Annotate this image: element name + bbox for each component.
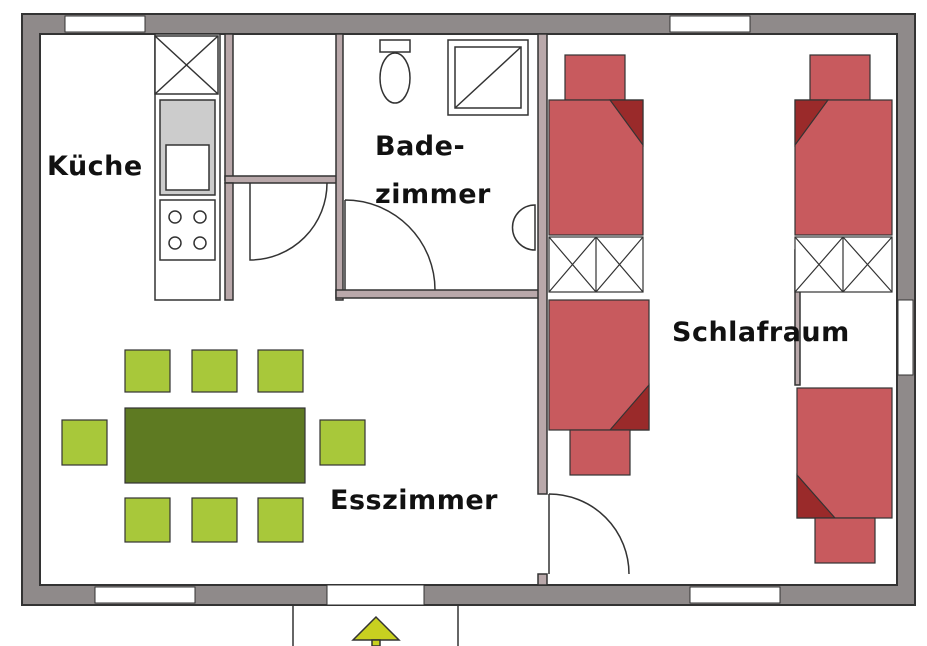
interior-walls (224, 33, 801, 586)
toilet-tank (379, 39, 411, 53)
bed (548, 54, 644, 293)
kitchen-counter (154, 33, 221, 301)
bed (548, 299, 650, 476)
chair (257, 497, 304, 543)
window (64, 15, 146, 33)
entrance-arrow-icon (351, 615, 401, 641)
dining-set (61, 349, 366, 543)
washbasin (511, 204, 536, 251)
chair (319, 419, 366, 466)
chair (124, 497, 171, 543)
doors (249, 182, 630, 575)
window (689, 586, 781, 604)
room-label-bedroom: Schlafraum (672, 317, 850, 348)
window (669, 15, 751, 33)
entrance-door-opening (326, 584, 425, 606)
chair (191, 349, 238, 393)
beds (548, 54, 893, 564)
window (94, 586, 196, 604)
toilet (379, 52, 411, 104)
bed (796, 387, 893, 564)
bed (794, 54, 893, 293)
chair (61, 419, 108, 466)
chair (124, 349, 171, 393)
chair (257, 349, 304, 393)
bathroom-fixtures (379, 39, 536, 251)
dining-table (124, 407, 306, 484)
room-label-bathroom-line2: zimmer (375, 179, 491, 210)
room-label-dining: Esszimmer (330, 485, 498, 516)
room-label-bathroom-line1: Bade- (375, 131, 466, 162)
room-label-kitchen: Küche (47, 151, 143, 182)
window (897, 299, 914, 376)
entrance (292, 605, 459, 646)
stove (159, 199, 216, 261)
chair (191, 497, 238, 543)
